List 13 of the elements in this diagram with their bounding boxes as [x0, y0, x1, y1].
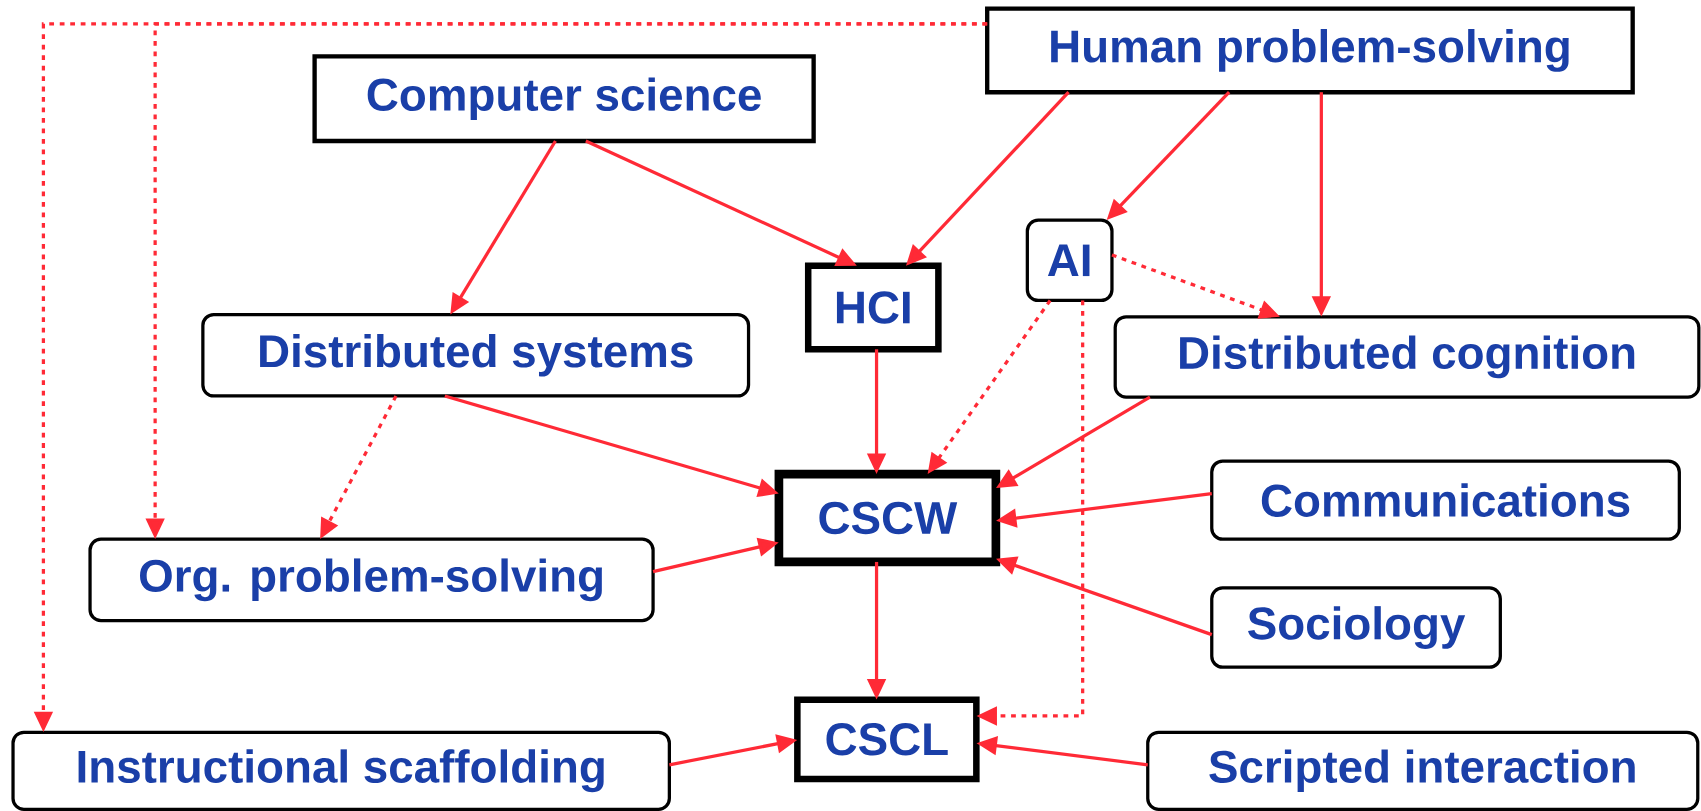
box: HCI: [804, 262, 942, 353]
box: CSCL: [794, 696, 980, 782]
rounded-box: Org. problem-solving: [88, 537, 655, 622]
rounded-box: Distributed systems: [201, 312, 751, 398]
box: Computer science: [312, 54, 816, 143]
rounded-box: Scripted interaction: [1146, 730, 1700, 811]
rounded-box: Sociology: [1210, 586, 1502, 669]
box: Human problem-solving: [985, 6, 1635, 95]
box: CSCW: [774, 469, 1001, 567]
rounded-box: Distributed cognition: [1113, 314, 1701, 399]
rounded-box: AI: [1025, 218, 1114, 302]
rounded-box: Communications: [1210, 459, 1681, 541]
rounded-box: Instructional scaffolding: [11, 730, 671, 811]
